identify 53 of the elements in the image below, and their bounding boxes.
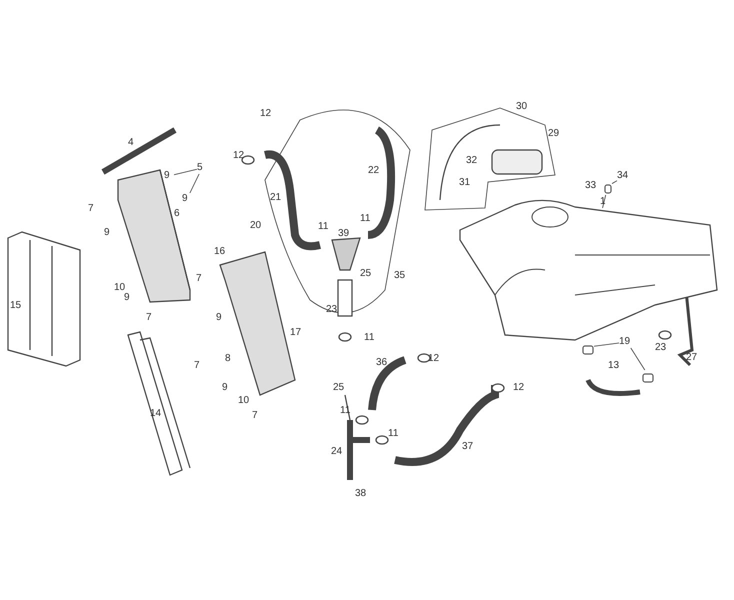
callout-number: 34 xyxy=(617,170,633,182)
callout-number: 7 xyxy=(88,203,94,214)
callout-number: 7 xyxy=(196,273,202,284)
callout-number: 12 xyxy=(260,108,272,119)
callout-number: 12 xyxy=(233,150,244,161)
callout-number: 10 xyxy=(114,282,126,293)
callout-number: 10 xyxy=(238,395,250,406)
callout-number: 8 xyxy=(225,353,231,364)
callout-number: 9 xyxy=(222,382,228,393)
callout-number: 29 xyxy=(548,128,560,139)
callout-number: 11 xyxy=(364,332,374,343)
callout-number: 7 xyxy=(252,410,258,421)
callout-number: 9 xyxy=(104,227,110,238)
callout-number: 9 xyxy=(164,170,174,182)
callout-number: 4 xyxy=(128,137,134,148)
callout-number: 19 xyxy=(619,336,635,348)
callout-number: 39 xyxy=(338,228,350,239)
callout-number: 22 xyxy=(368,165,380,176)
callout-number: 16 xyxy=(214,246,226,257)
leader-line xyxy=(594,342,620,347)
callout-number: 24 xyxy=(331,446,342,457)
callout-number: 7 xyxy=(194,360,200,371)
callout-number: 11 xyxy=(318,221,328,232)
callout-number: 7 xyxy=(146,312,152,323)
callout-number: 25 xyxy=(333,382,344,393)
leader-line xyxy=(612,180,618,184)
callout-number: 20 xyxy=(250,220,262,231)
callout-number: 9 xyxy=(216,312,222,323)
leader-line xyxy=(630,348,646,370)
callout-number: 6 xyxy=(174,208,180,219)
callout-number: 31 xyxy=(459,177,470,188)
callout-number: 32 xyxy=(466,155,478,166)
callout-number: 30 xyxy=(516,101,528,112)
callout-number: 17 xyxy=(290,327,302,338)
callout-number: 11 xyxy=(388,428,398,439)
callout-number: 37 xyxy=(462,441,474,452)
callout-number: 35 xyxy=(394,270,406,281)
callout-number: 5 xyxy=(197,162,207,174)
callout-number: 27 xyxy=(686,352,698,363)
callout-number: 13 xyxy=(608,360,620,371)
callout-number: 9 xyxy=(124,292,130,303)
leader-line xyxy=(174,168,198,176)
callout-number: 38 xyxy=(355,488,366,499)
callout-number: 9 xyxy=(182,193,192,205)
callout-number: 36 xyxy=(376,357,388,368)
callout-number: 15 xyxy=(10,300,22,311)
callout-number: 12 xyxy=(513,382,524,393)
callout-number: 11 xyxy=(360,213,370,224)
callout-number: 25 xyxy=(360,268,372,279)
callout-number: 33 xyxy=(585,180,596,191)
callout-number: 21 xyxy=(270,192,282,203)
callout-number: 23 xyxy=(655,342,666,353)
leader-line xyxy=(190,174,200,194)
